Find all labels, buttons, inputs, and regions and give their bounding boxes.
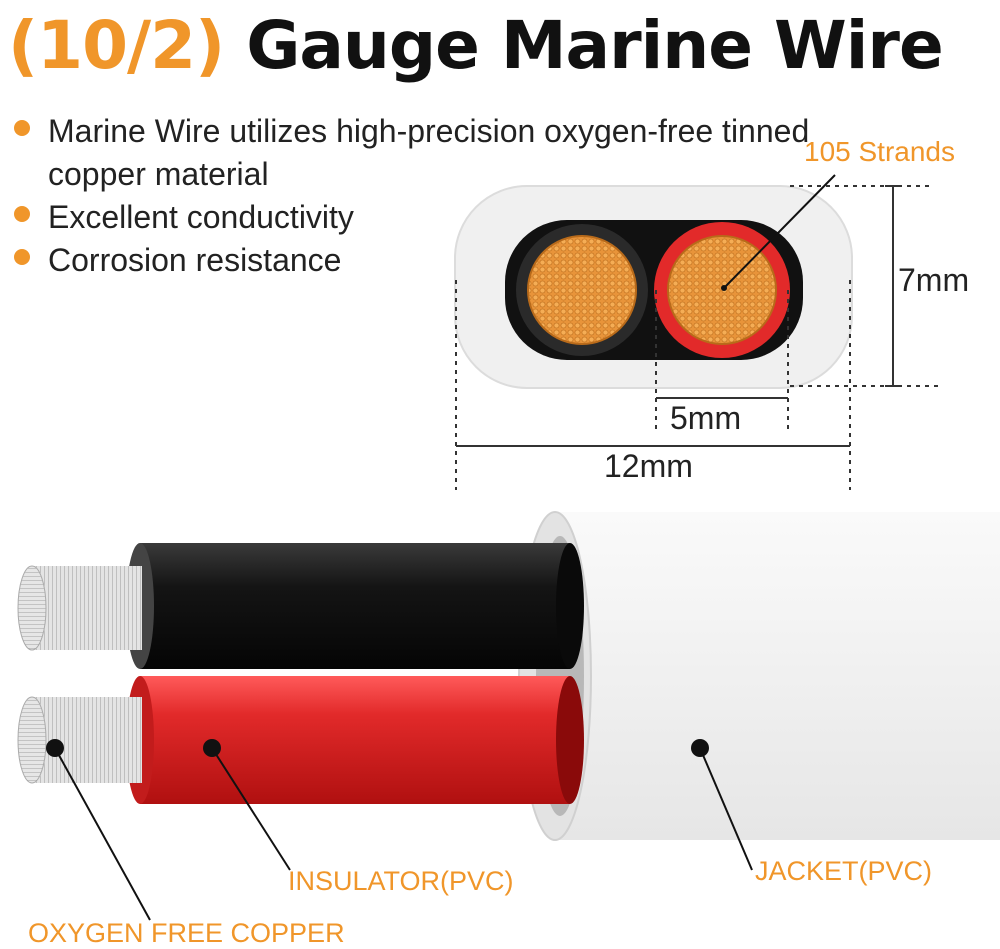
- red-wire-body: [140, 676, 570, 804]
- jacket-callout-dot: [691, 739, 709, 757]
- insulator-callout-label: INSULATOR(PVC): [288, 866, 514, 896]
- bullet-dot-icon: [14, 120, 30, 136]
- red-wire-copper: [32, 697, 142, 783]
- insulator-callout-dot: [203, 739, 221, 757]
- bullet-dot-icon: [14, 249, 30, 265]
- callout-pointers: [54, 747, 753, 921]
- feature-item: Excellent conductivity: [14, 196, 814, 239]
- bullet-dot-icon: [14, 206, 30, 222]
- jacket-body: [555, 512, 1000, 840]
- wire-3d: [17, 511, 1000, 841]
- black-copper-strands: [527, 235, 637, 345]
- height-dimension-label: 7mm: [898, 262, 970, 298]
- feature-item: Marine Wire utilizes high-precision oxyg…: [14, 110, 828, 196]
- feature-text: Corrosion resistance: [48, 242, 342, 278]
- black-wire-body: [140, 543, 570, 669]
- width-dimension-label: 12mm: [604, 448, 693, 484]
- copper-callout-label: OXYGEN FREE COPPER: [28, 918, 345, 948]
- feature-list: Marine Wire utilizes high-precision oxyg…: [14, 110, 814, 282]
- feature-text: Excellent conductivity: [48, 199, 354, 235]
- page-title: (10/2) Gauge Marine Wire: [8, 0, 944, 90]
- copper-callout-dot: [46, 739, 64, 757]
- strands-label: 105 Strands: [804, 136, 955, 167]
- dimension-lines: [455, 185, 940, 490]
- gauge-badge: (10/2): [8, 6, 225, 84]
- strands-pointer-line: [723, 174, 836, 289]
- jacket-callout-label: JACKET(PVC): [755, 856, 933, 886]
- cross-section: [454, 174, 853, 389]
- feature-text: Marine Wire utilizes high-precision oxyg…: [48, 113, 810, 192]
- black-wire-copper: [32, 566, 142, 650]
- conductor-dimension-label: 5mm: [670, 400, 742, 436]
- feature-item: Corrosion resistance: [14, 239, 814, 282]
- title-text: Gauge Marine Wire: [246, 6, 944, 84]
